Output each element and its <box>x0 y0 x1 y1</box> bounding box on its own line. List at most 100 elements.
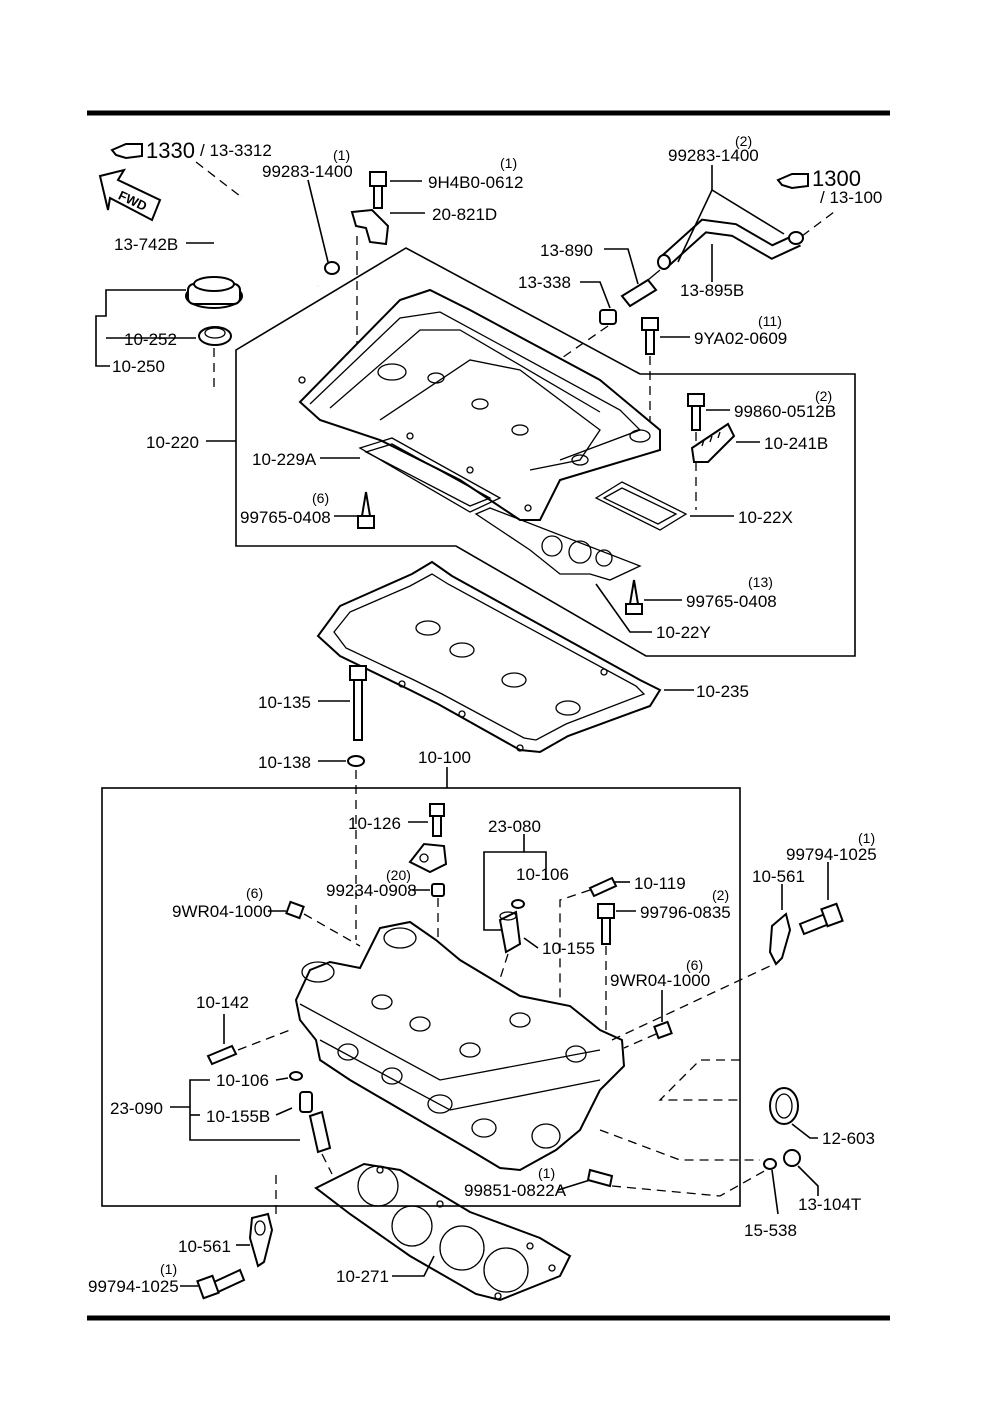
label-10-106-b: 10-106 <box>216 1071 269 1090</box>
gasket-10-229A[interactable] <box>358 437 502 513</box>
oil-seal-12-603[interactable] <box>769 1087 799 1125</box>
qty-99283-1400-a: (1) <box>333 147 350 163</box>
qty-9WR04-1000-b: (6) <box>686 957 703 973</box>
ref-1330-text: 1330 <box>146 138 195 163</box>
qty-99796-0835: (2) <box>712 887 729 903</box>
label-10-561-b: 10-561 <box>178 1237 231 1256</box>
pointing-hand-icon <box>776 173 809 190</box>
cylinder-head-group-outline <box>101 787 741 1207</box>
stud-99851-0822A[interactable] <box>586 1168 614 1188</box>
gasket-10-22X[interactable] <box>594 481 688 531</box>
label-10-250: 10-250 <box>112 357 165 376</box>
stud-10-142[interactable] <box>206 1044 238 1066</box>
qty-99794-1025-a: (1) <box>858 830 875 846</box>
label-12-603: 12-603 <box>822 1129 875 1148</box>
label-10-22Y: 10-22Y <box>656 623 711 642</box>
qty-99860-0512B: (2) <box>815 388 832 404</box>
label-99765-0408-b: 99765-0408 <box>686 592 777 611</box>
label-9WR04-1000-a: 9WR04-1000 <box>172 902 272 921</box>
label-10-155: 10-155 <box>542 939 595 958</box>
qty-9WR04-1000-a: (6) <box>246 885 263 901</box>
label-10-126: 10-126 <box>348 814 401 833</box>
cover-group-outline <box>235 247 856 657</box>
label-10-22X: 10-22X <box>738 508 793 527</box>
ref-1300-text: 1300 <box>812 166 861 191</box>
label-15-538: 15-538 <box>744 1221 797 1240</box>
label-99796-0835: 99796-0835 <box>640 903 731 922</box>
breather-hose-13-742B[interactable] <box>219 191 321 302</box>
label-13-104T: 13-104T <box>798 1195 861 1214</box>
bracket-10-241B[interactable] <box>690 422 736 463</box>
bolt-10-135[interactable] <box>349 665 367 741</box>
label-10-229A: 10-229A <box>252 450 317 469</box>
bolt-99794-1025-a[interactable] <box>798 902 844 936</box>
stud-10-119[interactable] <box>588 876 618 898</box>
bracket-20-821D[interactable] <box>350 208 390 246</box>
reference-1300[interactable]: 1300 / 13-100 <box>776 166 882 207</box>
ref-13-100-text: / 13-100 <box>820 188 882 207</box>
cylinder-head[interactable] <box>294 920 626 1172</box>
label-99860-0512B: 99860-0512B <box>734 402 836 421</box>
cylinder-head-cover[interactable] <box>298 288 661 521</box>
shim-10-106-b[interactable] <box>289 1071 303 1081</box>
label-13-890: 13-890 <box>540 241 593 260</box>
oil-cap-gasket[interactable] <box>198 326 232 346</box>
bolt-10-126[interactable] <box>429 803 445 837</box>
cylinder-head-gasket-10-271[interactable] <box>314 1162 572 1302</box>
qty-99765-0408-b: (13) <box>748 574 773 590</box>
bolt-9YA02-0609[interactable] <box>641 317 659 355</box>
label-10-235: 10-235 <box>696 682 749 701</box>
bolt-99860-0512B[interactable] <box>687 393 705 431</box>
engine-hanger-10-561-a[interactable] <box>768 912 792 966</box>
label-13-338: 13-338 <box>518 273 571 292</box>
forward-arrow-icon: FWD <box>98 168 162 222</box>
screw-99765-0408-b[interactable] <box>625 579 643 615</box>
plug-99234-0908[interactable] <box>431 883 445 897</box>
pcv-hose-13-895B[interactable] <box>657 218 804 270</box>
label-10-561-a: 10-561 <box>752 867 805 886</box>
label-99283-1400-b: 99283-1400 <box>668 146 759 165</box>
hydraulic-lash-adjuster-10-155[interactable] <box>498 910 522 954</box>
label-10-252: 10-252 <box>124 330 177 349</box>
pcv-valve-13-890[interactable] <box>620 269 661 308</box>
label-13-895B: 13-895B <box>680 281 744 300</box>
bolt-9WR04-1000-b[interactable] <box>653 1020 673 1040</box>
ref-13-3312-text: / 13-3312 <box>200 141 272 160</box>
washer-10-138[interactable] <box>347 755 365 767</box>
label-99283-1400-a: 99283-1400 <box>262 162 353 181</box>
label-99234-0908: 99234-0908 <box>326 881 417 900</box>
grommet-13-338[interactable] <box>599 309 617 325</box>
bolt-9H4B0-0612[interactable] <box>369 171 387 209</box>
qty-9YA02-0609: (11) <box>758 313 782 329</box>
label-10-135: 10-135 <box>258 693 311 712</box>
plug-13-104T[interactable] <box>783 1149 801 1167</box>
oil-filler-cap[interactable] <box>185 276 243 309</box>
head-cover-gasket-10-235[interactable] <box>316 560 662 754</box>
label-99794-1025-a: 99794-1025 <box>786 845 877 864</box>
label-23-090: 23-090 <box>110 1099 163 1118</box>
gasket-10-22Y[interactable] <box>474 507 642 581</box>
label-9YA02-0609: 9YA02-0609 <box>694 329 787 348</box>
reference-1330[interactable]: 1330 / 13-3312 <box>110 138 272 163</box>
camshaft-cap[interactable] <box>408 842 448 874</box>
screw-99765-0408-a[interactable] <box>357 491 375 529</box>
label-10-100: 10-100 <box>418 748 471 767</box>
label-99794-1025-b: 99794-1025 <box>88 1277 179 1296</box>
qty-99234-0908: (20) <box>386 867 411 883</box>
label-10-119: 10-119 <box>634 874 686 893</box>
hose-clamp[interactable] <box>324 261 340 275</box>
bolt-99794-1025-b[interactable] <box>196 1268 246 1300</box>
label-10-142: 10-142 <box>196 993 249 1012</box>
engine-hanger-10-561-b[interactable] <box>248 1212 274 1268</box>
bolt-99796-0835[interactable] <box>597 903 615 945</box>
label-99765-0408-a: 99765-0408 <box>240 508 331 527</box>
label-10-241B: 10-241B <box>764 434 828 453</box>
label-10-220: 10-220 <box>146 433 199 452</box>
lash-adjuster-10-155B[interactable] <box>299 1091 332 1154</box>
shim-10-106-a[interactable] <box>511 899 525 909</box>
clip-15-538[interactable] <box>763 1158 777 1170</box>
label-10-155B: 10-155B <box>206 1107 270 1126</box>
label-10-138: 10-138 <box>258 753 311 772</box>
bolt-9WR04-1000-a[interactable] <box>285 900 305 920</box>
label-13-742B: 13-742B <box>114 235 178 254</box>
